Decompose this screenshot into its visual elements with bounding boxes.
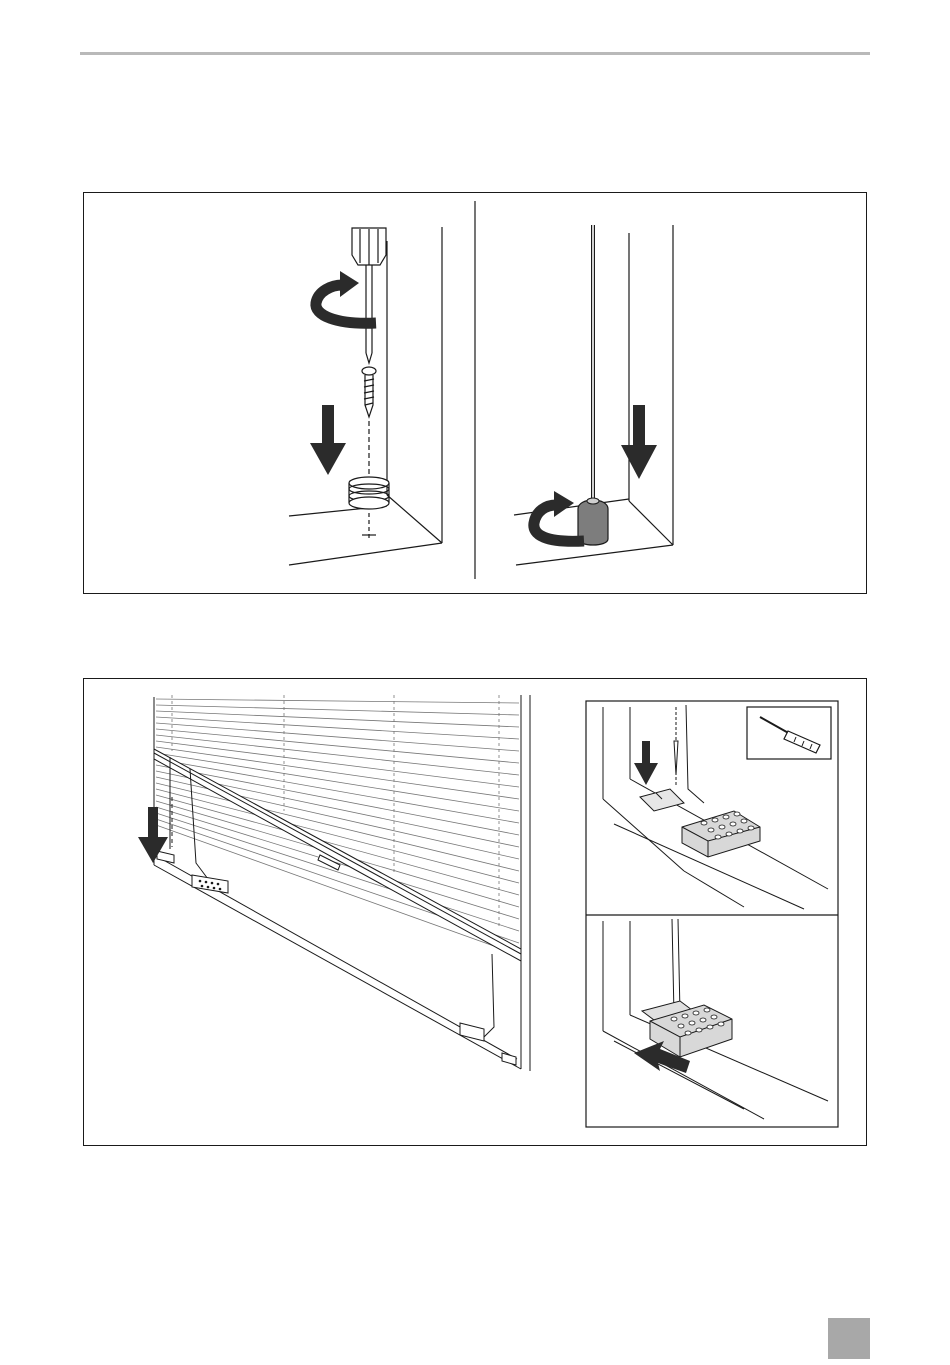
- frame-diagonal: [387, 495, 442, 543]
- down-arrow-icon: [310, 405, 346, 475]
- figure-anchor-install: [83, 192, 867, 594]
- down-arrow-icon: [621, 405, 657, 479]
- blind-slats: [156, 695, 519, 955]
- header-rule: [80, 52, 870, 55]
- screw: [362, 367, 376, 417]
- detail-frame: [586, 701, 838, 1127]
- page-number-box: [828, 1318, 870, 1359]
- panel-screw-insert: [289, 227, 442, 565]
- panel-overview: [154, 695, 530, 1071]
- rotate-arrow-icon: [316, 271, 376, 323]
- tensioner-left: [192, 875, 228, 893]
- screwdriver: [352, 228, 386, 363]
- frame-diagonal-2: [629, 501, 673, 545]
- page-number: [828, 1318, 870, 1359]
- sill-line-bottom-2: [516, 545, 673, 565]
- holder-right: [502, 1053, 516, 1065]
- rotate-arrow-icon: [534, 491, 584, 541]
- figure-blind-cord-fixing: [83, 678, 867, 1146]
- sill-line-top-2: [514, 499, 629, 515]
- sill-line-bottom: [289, 543, 442, 565]
- screwdriver-icon: [747, 707, 831, 759]
- cord-right: [482, 954, 494, 1039]
- figure-blind-cord-fixing-drawing: [84, 679, 868, 1147]
- wall-plug: [349, 477, 389, 509]
- bottom-rail: [154, 749, 521, 961]
- holder-left: [157, 851, 174, 863]
- tensioner-right: [460, 1023, 484, 1041]
- figure-anchor-install-drawing: [84, 193, 868, 595]
